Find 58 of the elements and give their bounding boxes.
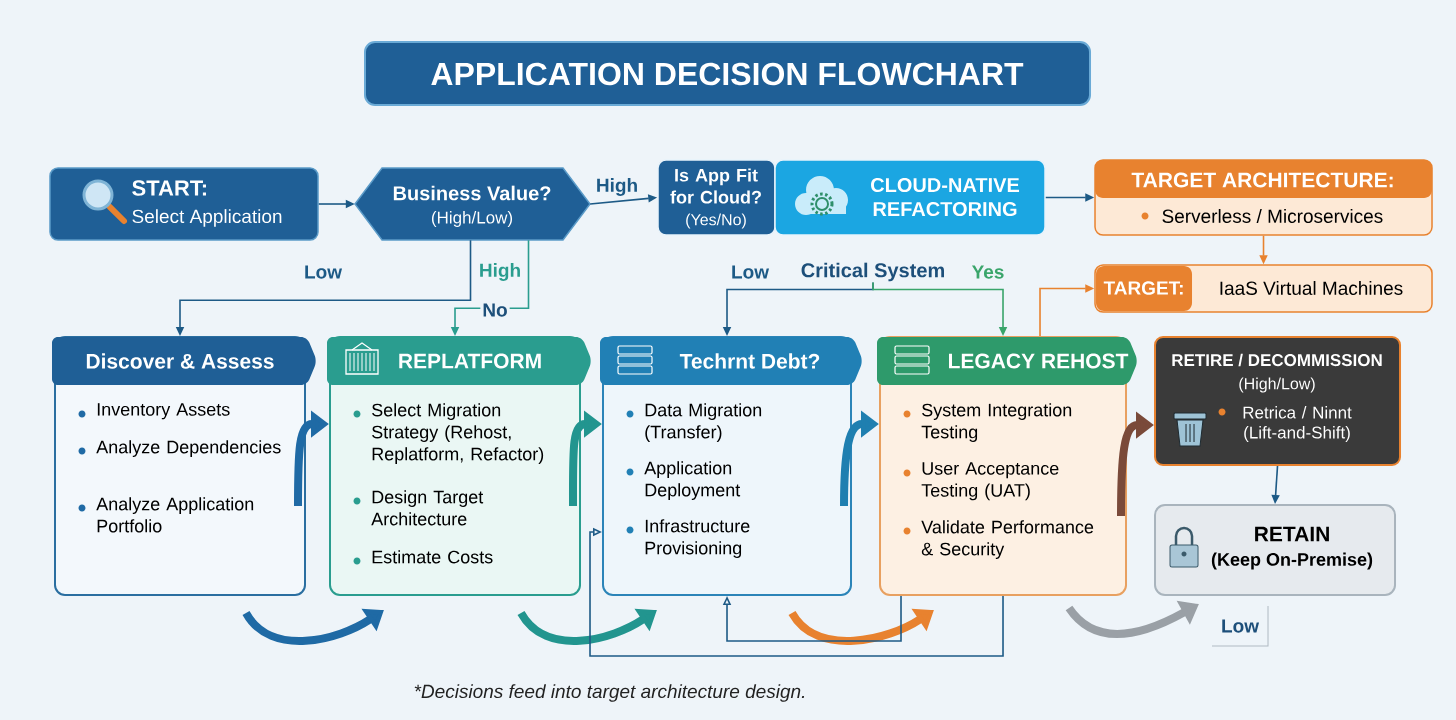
decision-box — [657, 159, 776, 236]
box-title: CLOUD-NATIVE REFACTORING — [871, 177, 1020, 217]
edge-label: Yes — [969, 263, 1007, 281]
box-subtitle: (Keep On-Premise) — [1211, 552, 1373, 570]
bullet-item: System Integration Testing — [903, 403, 1072, 442]
card-header: LEGACY REHOST — [877, 337, 1137, 385]
edge-label: Low — [729, 263, 771, 281]
curved-arrow — [517, 608, 657, 645]
curved-arrow — [788, 608, 934, 645]
box-title: RETAIN — [1255, 526, 1329, 542]
branch-label: Low — [1211, 605, 1269, 647]
process-card — [600, 336, 862, 596]
bullet-item: Inventory Assets — [78, 403, 230, 420]
edge-label: High — [593, 176, 641, 198]
bullet-item: Select Migration Strategy (Rehost, Replatform, Refactor) — [353, 403, 544, 464]
box-subtitle: (Yes/No) — [686, 213, 746, 229]
edge-label: Low — [302, 263, 344, 281]
branch-label: Critical System — [801, 262, 944, 282]
process-box — [774, 159, 1046, 236]
box-title: Is App Fit for Cloud? — [670, 168, 761, 204]
curved-arrow — [242, 608, 384, 645]
arrow — [722, 595, 902, 642]
box-subtitle: Select Application — [132, 209, 282, 227]
bullet-item: Retrica / Ninnt (Lift-and-Shift) — [1218, 406, 1352, 442]
box-subtitle: (High/Low) — [1239, 377, 1315, 393]
card-header: Discover & Assess — [52, 337, 316, 385]
box-text: IaaS Virtual Machines — [1220, 281, 1403, 295]
box-subtitle: (High/Low) — [431, 211, 513, 227]
process-box — [1154, 504, 1396, 596]
bullet-item: Serverless / Microservices — [1141, 209, 1383, 223]
box-title: START: — [132, 180, 206, 196]
box-header: TARGET: — [1096, 266, 1192, 311]
footnote: *Decisions feed into target architecture design. — [414, 684, 805, 702]
process-card — [327, 336, 591, 596]
edge-label: High — [476, 261, 524, 283]
card-header: Techrnt Debt? — [600, 337, 862, 385]
bullet-item: Validate Performance & Security — [903, 520, 1094, 559]
bullet-item: Analyze Dependencies — [78, 440, 281, 457]
process-card — [877, 336, 1137, 596]
process-box — [1154, 336, 1401, 466]
bullet-item: Estimate Costs — [353, 550, 493, 565]
bullet-item: Infrastructure Provisioning — [626, 519, 750, 558]
bullet-item: User Acceptance Testing (UAT) — [903, 462, 1059, 501]
branch-label: No — [480, 301, 510, 319]
card-header: REPLATFORM — [327, 337, 591, 385]
bullet-item: Data Migration (Transfer) — [626, 403, 762, 442]
bullet-item: Design Target Architecture — [353, 490, 484, 526]
box-header: TARGET ARCHITECTURE: — [1095, 160, 1432, 198]
process-card — [52, 336, 316, 596]
bullet-item: Application Deployment — [626, 461, 741, 500]
title-banner: APPLICATION DECISION FLOWCHART — [364, 41, 1091, 106]
target-box — [1094, 264, 1433, 313]
target-box — [1094, 159, 1433, 236]
arrow — [589, 527, 1004, 657]
box-title: Business Value? — [393, 185, 551, 201]
start-box — [49, 167, 319, 241]
box-title: RETIRE / DECOMMISSION — [1172, 353, 1382, 367]
bullet-item: Analyze Application Portfolio — [78, 497, 254, 533]
